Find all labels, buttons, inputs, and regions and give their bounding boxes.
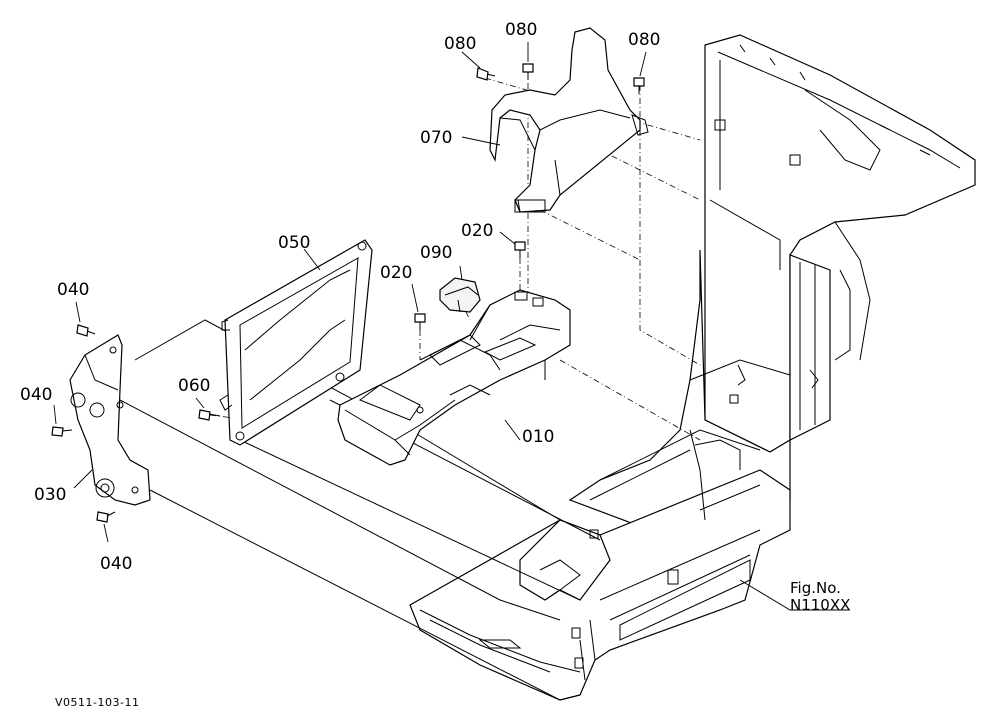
floor-frame: [409, 34, 976, 701]
bolt-060: [198, 409, 221, 421]
bolt-080-center: [522, 63, 534, 80]
bolt-040-bottom: [96, 511, 116, 523]
label-040-middle: 040: [20, 385, 52, 405]
part-070-column-cover: [489, 27, 649, 213]
bolt-020-lower: [414, 313, 426, 330]
label-080-center: 080: [505, 20, 537, 40]
figure-number: Fig.No. N110XX: [790, 579, 850, 614]
bolt-080-left: [476, 67, 496, 81]
label-010: 010: [522, 427, 554, 447]
bolt-040-middle: [51, 426, 73, 437]
label-060: 060: [178, 376, 210, 396]
leader-lines: [53, 42, 850, 611]
fig-number: N110XX: [790, 596, 850, 614]
label-030: 030: [34, 485, 66, 505]
drawing-code: V0511-103-11: [55, 696, 139, 709]
fig-caption: Fig.No.: [790, 579, 841, 597]
label-080-right: 080: [628, 30, 660, 50]
label-020-upper: 020: [461, 221, 493, 241]
label-020-lower: 020: [380, 263, 412, 283]
bolt-020-upper: [514, 241, 526, 258]
bolt-080-right: [633, 77, 645, 94]
part-050-side-panel: [219, 239, 373, 446]
label-050: 050: [278, 233, 310, 253]
label-080-left: 080: [444, 34, 476, 54]
part-090-knob: [439, 277, 481, 313]
bolt-040-top: [76, 324, 96, 337]
part-030-front-cover: [69, 334, 151, 506]
part-010-console: [337, 289, 571, 466]
label-040-top: 040: [57, 280, 89, 300]
label-070: 070: [420, 128, 452, 148]
part-labels: 080 080 080 070 050 020 090 020 040 040 …: [20, 20, 660, 574]
bolts: [51, 63, 645, 523]
label-090: 090: [420, 243, 452, 263]
label-040-bottom: 040: [100, 554, 132, 574]
